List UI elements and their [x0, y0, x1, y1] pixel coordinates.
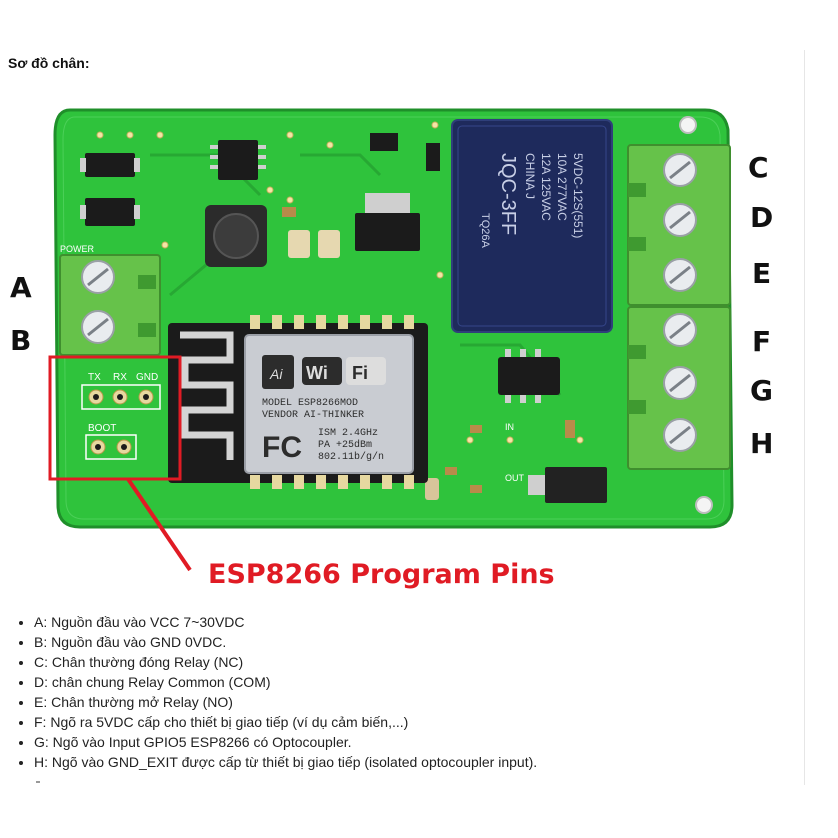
silk-in: IN	[505, 422, 514, 432]
boot-label: BOOT	[88, 423, 116, 434]
silk-out: OUT	[505, 473, 525, 483]
pin-desc-e: E: Chân thường mở Relay (NO)	[34, 692, 537, 712]
pin-label-e: E	[752, 257, 771, 290]
pin-desc-f: F: Ngõ ra 5VDC cấp cho thiết bị giao tiế…	[34, 712, 537, 732]
pinout-figure: POWER IN OUT 5VDC-12S(551) 10A 277VAC 12…	[0, 95, 838, 600]
module-line-2: VENDOR AI-THINKER	[262, 410, 364, 421]
relay: 5VDC-12S(551) 10A 277VAC 12A 125VAC CHIN…	[451, 119, 613, 333]
highlight-annotation	[48, 355, 192, 572]
pin-desc-c: C: Chân thường đóng Relay (NC)	[34, 652, 537, 672]
module-line-3: ISM 2.4GHz	[318, 428, 378, 439]
pin-label-d: D	[750, 201, 773, 234]
column-divider	[804, 50, 805, 785]
wifi-logo-fi: Fi	[352, 363, 368, 383]
relay-line-3: 12A 125VAC	[539, 153, 553, 221]
relay-line-4: CHINA J	[523, 153, 537, 199]
pin-label-b: B	[10, 324, 31, 357]
pin-desc-d: D: chân chung Relay Common (COM)	[34, 672, 537, 692]
header-rx-label: RX	[113, 372, 127, 383]
svg-text:Ai: Ai	[269, 366, 283, 382]
pin-description-list: A: Nguồn đầu vào VCC 7~30VDC B: Nguồn đầ…	[14, 612, 537, 772]
silkscreen: POWER IN OUT	[60, 244, 525, 483]
header-gnd-label: GND	[136, 372, 158, 383]
pin-label-a: A	[10, 271, 32, 304]
smd-components	[80, 133, 607, 503]
pin-desc-h: H: Ngõ vào GND_EXIT được cấp từ thiết bị…	[34, 752, 537, 772]
relay-line-1: 5VDC-12S(551)	[571, 153, 585, 238]
terminal-block-left	[59, 254, 161, 356]
relay-line-2: 10A 277VAC	[555, 153, 569, 221]
pin-label-c: C	[748, 151, 769, 184]
terminal-block-right	[627, 144, 731, 470]
module-line-4: PA +25dBm	[318, 439, 372, 451]
pin-desc-b: B: Nguồn đầu vào GND 0VDC.	[34, 632, 537, 652]
relay-code: TQ26A	[479, 213, 491, 249]
wifi-logo-wi: Wi	[306, 363, 328, 383]
header-tx-label: TX	[88, 372, 101, 383]
pin-desc-g: G: Ngõ vào Input GPIO5 ESP8266 có Optoco…	[34, 732, 537, 752]
pin-desc-a: A: Nguồn đầu vào VCC 7~30VDC	[34, 612, 537, 632]
svg-text:FC: FC	[262, 431, 302, 464]
pin-label-f: F	[752, 325, 771, 358]
module-line-1: MODEL ESP8266MOD	[262, 398, 358, 409]
module-line-5: 802.11b/g/n	[318, 451, 384, 463]
section-heading: Sơ đồ chân:	[8, 55, 90, 71]
silk-power: POWER	[60, 244, 95, 254]
pin-label-g: G	[750, 374, 773, 407]
relay-model: JQC-3FF	[497, 153, 519, 235]
esp8266-module: Ai Wi Fi MODEL ESP8266MOD VENDOR AI-THIN…	[168, 315, 428, 489]
trailing-mark	[36, 781, 40, 783]
annotation-label: ESP8266 Program Pins	[208, 559, 555, 590]
pin-label-h: H	[750, 427, 773, 460]
program-header: TX RX GND BOOT	[81, 372, 161, 460]
